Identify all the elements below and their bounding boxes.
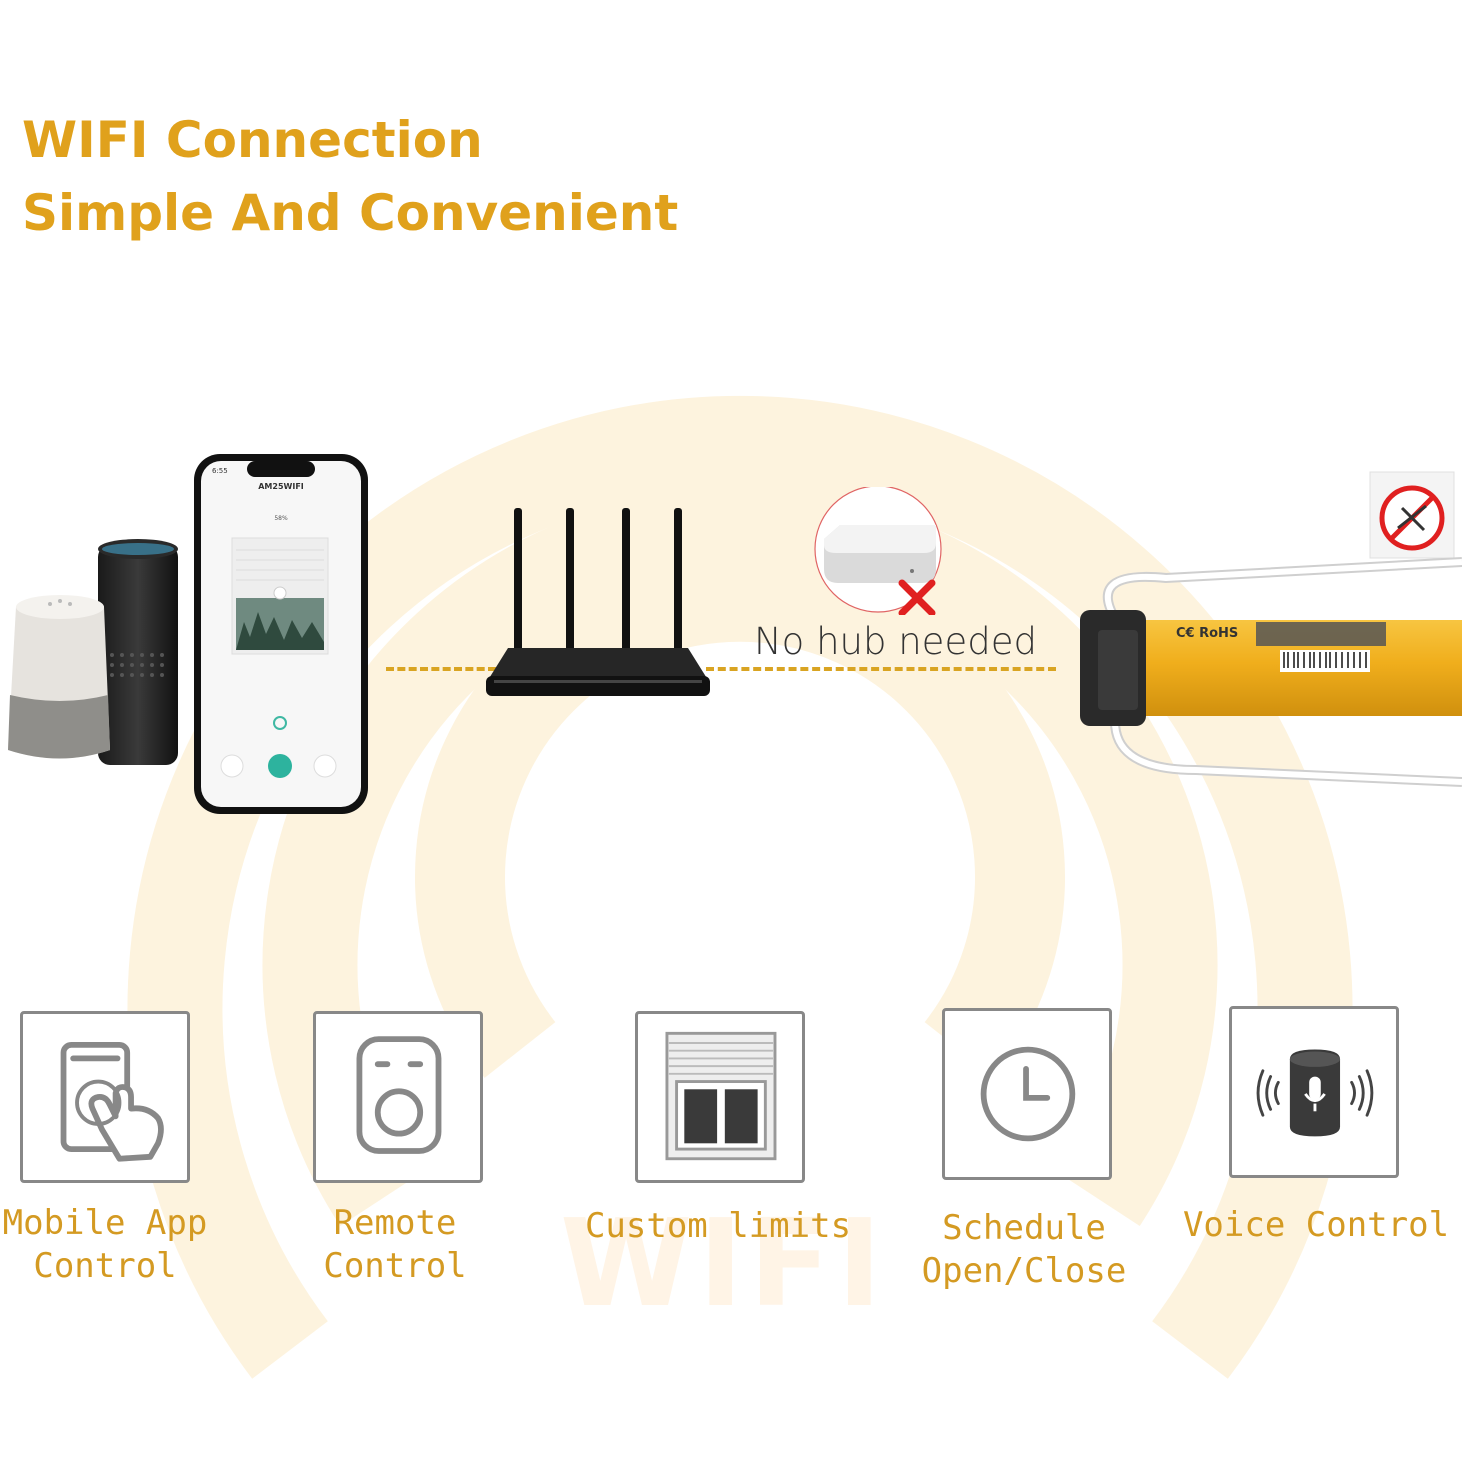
clock-icon bbox=[980, 1046, 1076, 1142]
smart-speakers-image bbox=[8, 539, 178, 765]
connection-line-left bbox=[386, 667, 496, 671]
title-line-1: WIFI Connection bbox=[22, 111, 483, 169]
feature-label-custom-limits: Custom limits bbox=[584, 1206, 852, 1246]
no-hub-label: No hub needed bbox=[754, 620, 1037, 663]
title-line-2: Simple And Convenient bbox=[22, 184, 679, 242]
feature-remote bbox=[313, 1011, 483, 1183]
app-title: AM25WIFI bbox=[258, 482, 304, 491]
page-title: WIFI Connection Simple And Convenient bbox=[22, 104, 678, 250]
shutter-window-icon bbox=[665, 1031, 777, 1161]
wifi-watermark: WIFI bbox=[560, 1195, 888, 1334]
smartphone-app: 6:55 AM25WIFI 58% bbox=[192, 452, 370, 816]
feature-label-schedule: Schedule Open/Close bbox=[921, 1208, 1127, 1291]
tubular-motor-image bbox=[1080, 471, 1462, 787]
feature-schedule bbox=[942, 1008, 1112, 1180]
connection-line-right bbox=[706, 667, 1056, 671]
shade-percent: 58% bbox=[274, 515, 288, 522]
feature-label-voice: Voice Control bbox=[1182, 1205, 1450, 1245]
remote-icon bbox=[356, 1036, 442, 1154]
feature-custom-limits bbox=[635, 1011, 805, 1183]
hub-crossed-out bbox=[814, 487, 942, 615]
feature-label-remote: Remote Control bbox=[323, 1203, 467, 1286]
touch-phone-icon bbox=[60, 1042, 164, 1162]
feature-mobile-app bbox=[20, 1011, 190, 1183]
phone-frame bbox=[194, 454, 368, 814]
wifi-router-image bbox=[486, 508, 710, 696]
feature-voice bbox=[1229, 1006, 1399, 1178]
smart-speaker-icon bbox=[1256, 1049, 1374, 1137]
motor-certification-label: C€ RoHS bbox=[1176, 626, 1239, 641]
feature-label-mobile-app: Mobile App Control bbox=[2, 1203, 208, 1286]
phone-time: 6:55 bbox=[212, 467, 228, 475]
